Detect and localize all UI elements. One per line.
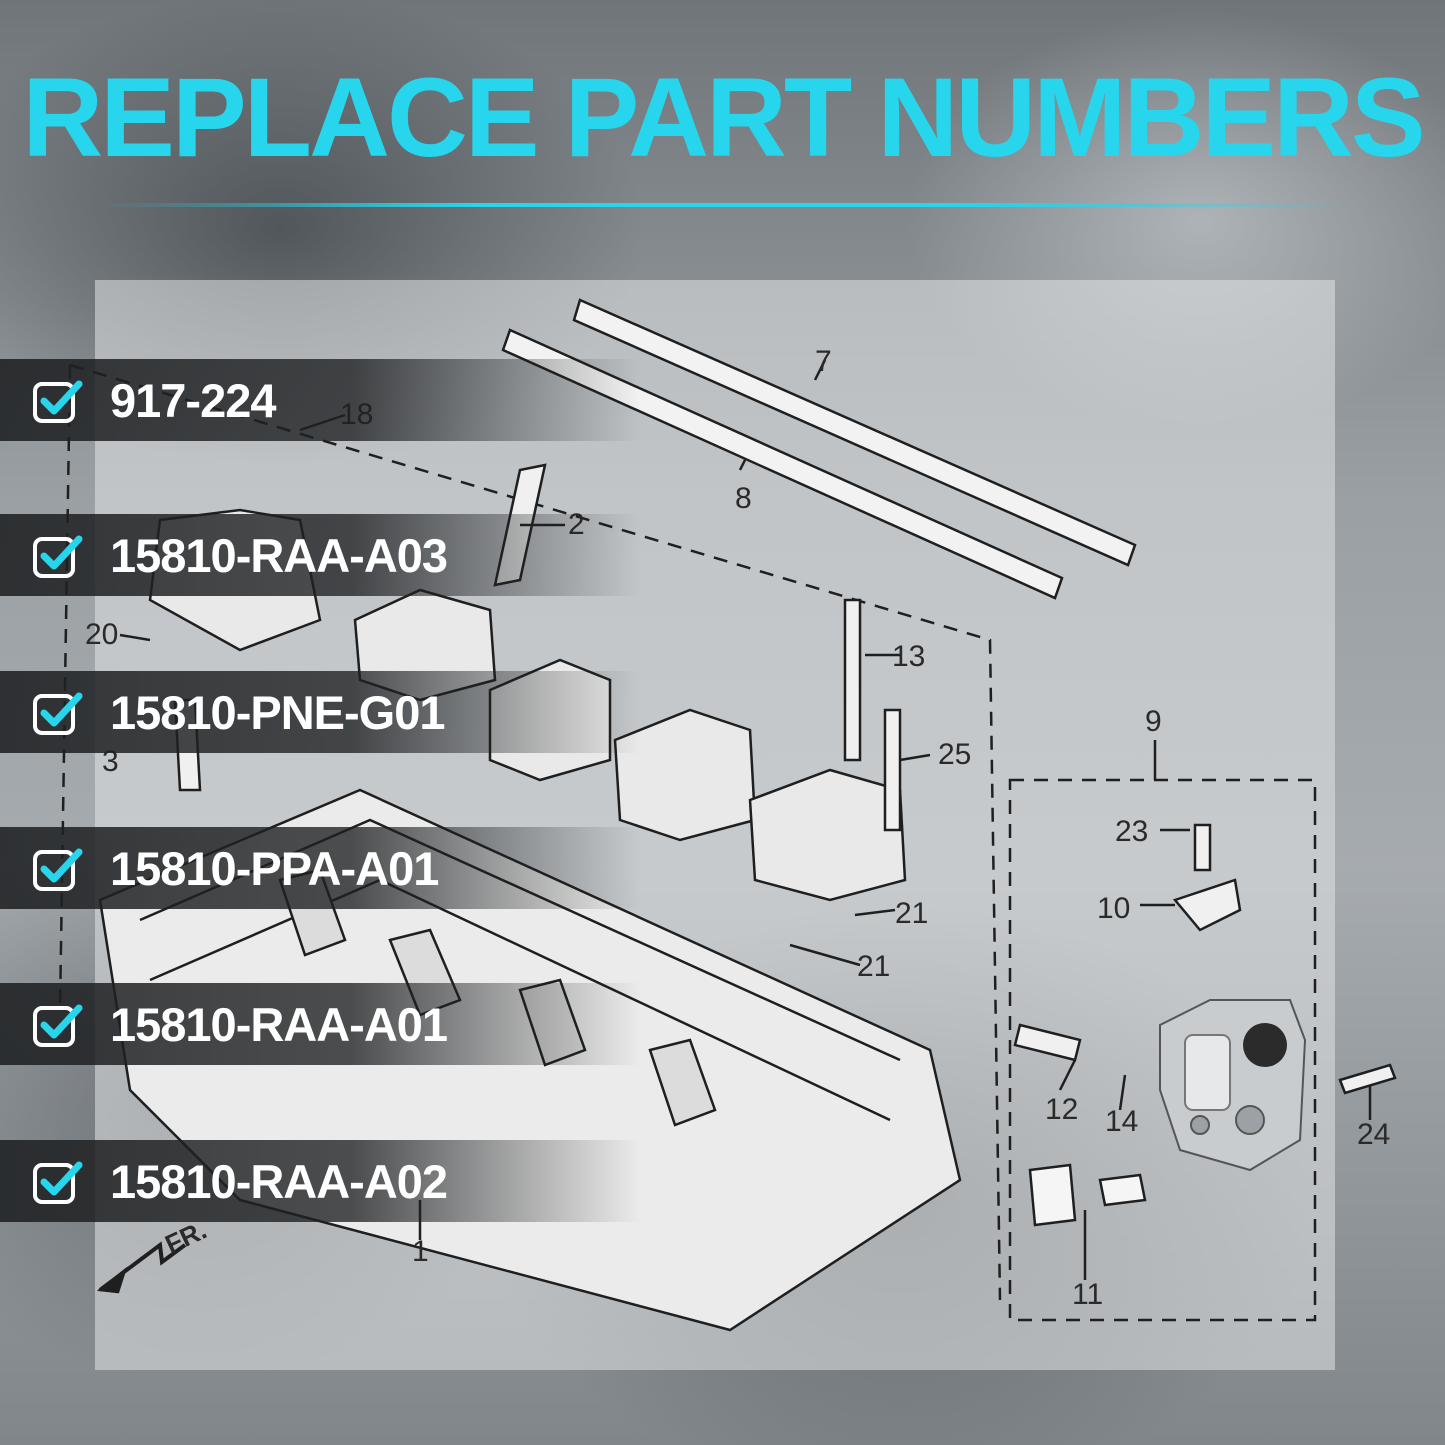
callout-20: 20: [85, 618, 119, 651]
checkbox-checked-icon: [33, 1161, 83, 1204]
callout-21-lower: 21: [857, 950, 891, 983]
part-number-row: 15810-PNE-G01: [0, 671, 640, 753]
part-number-row: 15810-RAA-A03: [0, 514, 640, 596]
callout-7: 7: [815, 345, 832, 378]
callout-9: 9: [1145, 705, 1162, 738]
part-number-label: 917-224: [110, 374, 276, 427]
callout-1: 1: [412, 1235, 429, 1268]
part-number-label: 15810-PNE-G01: [110, 686, 445, 739]
checkbox-checked-icon: [33, 1004, 83, 1047]
checkbox-checked-icon: [33, 380, 83, 423]
callout-13: 13: [892, 640, 926, 673]
callout-3: 3: [102, 745, 119, 778]
part-number-row: 917-224: [0, 359, 640, 441]
callout-18: 14: [1105, 1105, 1139, 1138]
part-number-row: 15810-RAA-A02: [0, 1140, 640, 1222]
callout-12: 12: [1045, 1093, 1079, 1126]
callout-25: 25: [938, 738, 972, 771]
callout-21-upper: 21: [895, 897, 929, 930]
part-number-label: 15810-RAA-A02: [110, 1155, 448, 1208]
page-title: REPLACE PART NUMBERS: [22, 55, 1425, 180]
callout-11: 11: [1072, 1278, 1104, 1311]
checkbox-checked-icon: [33, 692, 83, 735]
callout-10: 10: [1097, 892, 1131, 925]
part-number-row: 15810-RAA-A01: [0, 983, 640, 1065]
checkbox-checked-icon: [33, 848, 83, 891]
part-number-label: 15810-RAA-A01: [110, 998, 448, 1051]
part-number-row: 15810-PPA-A01: [0, 827, 640, 909]
spool-valve-solenoid: [1159, 999, 1307, 1172]
part-number-label: 15810-RAA-A03: [110, 529, 448, 582]
checkbox-checked-icon: [33, 535, 83, 578]
part-number-label: 15810-PPA-A01: [110, 842, 439, 895]
title-divider: [100, 203, 1345, 207]
callout-23: 23: [1115, 815, 1149, 848]
callout-24: 24: [1357, 1118, 1391, 1151]
callout-8: 8: [735, 482, 752, 515]
